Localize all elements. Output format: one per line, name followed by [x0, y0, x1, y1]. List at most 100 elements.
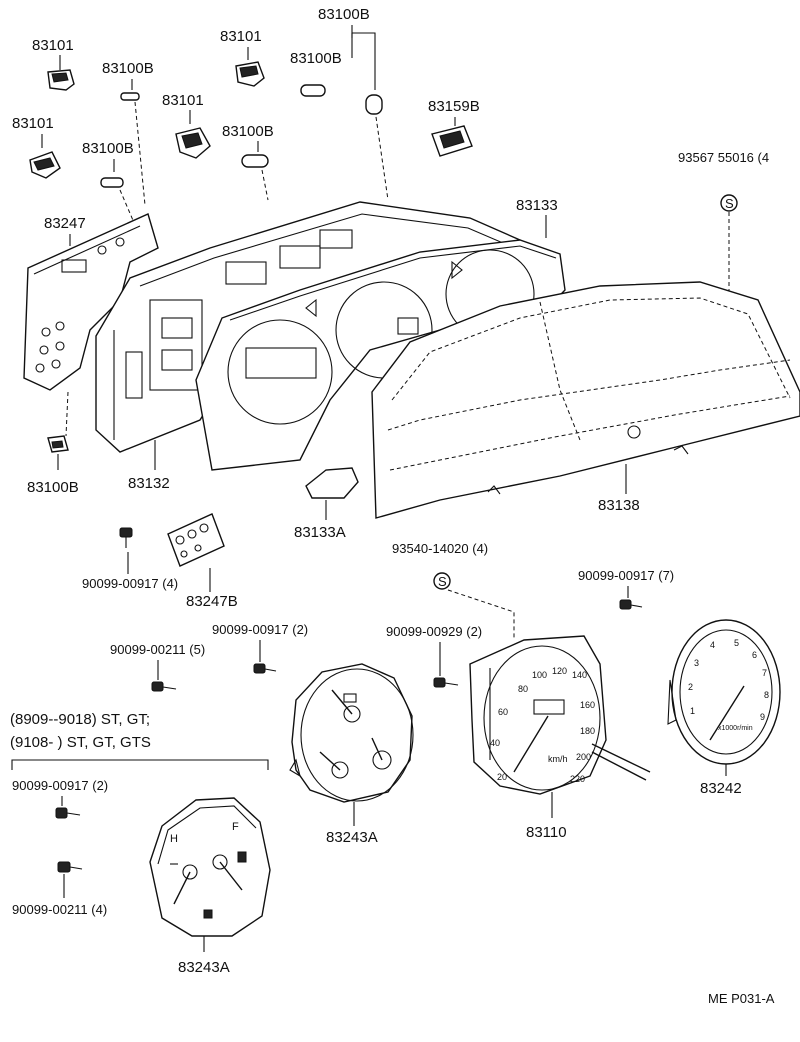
- label-83100b-b: 83100B: [290, 50, 342, 67]
- diagram-code: ME P031-A: [708, 991, 775, 1006]
- label-83110: 83110: [526, 824, 567, 841]
- label-83138: 83138: [598, 497, 640, 514]
- label-83132: 83132: [128, 475, 170, 492]
- label-90099-00211-4: 90099-00211 (4): [12, 902, 107, 917]
- bulb-socket-part-bottom: [47, 435, 69, 453]
- screw-part: [253, 663, 277, 674]
- screw-part: [55, 807, 81, 819]
- turn-arrow-left-icon: [305, 298, 317, 318]
- speedo-tick-160: 160: [580, 700, 595, 710]
- speedo-needle: [513, 715, 549, 773]
- label-83133: 83133: [516, 197, 558, 214]
- tacho-tick-1: 1: [690, 706, 695, 716]
- applicability-note: (8909--9018) ST, GT; (9108- ) ST, GT, GT…: [10, 711, 269, 917]
- leader-83100b-top: [351, 25, 376, 90]
- label-90099-00211-5: 90099-00211 (5): [110, 642, 205, 657]
- tacho-tick-4: 4: [710, 640, 715, 650]
- label-83242: 83242: [700, 780, 742, 797]
- label-93567: 93567 55016 (4: [678, 150, 769, 165]
- label-83101-d: 83101: [12, 115, 54, 132]
- wedge-bulb-part: [300, 84, 326, 97]
- tacho-tick-6: 6: [752, 650, 757, 660]
- fuel-pump-icon: [237, 851, 247, 863]
- label-83243a-bottom: 83243A: [178, 959, 230, 976]
- connector-part-83159b: [431, 125, 473, 157]
- speedo-tick-140: 140: [572, 670, 587, 680]
- screw-part: [57, 861, 83, 873]
- gauge-83243a-upper: [289, 663, 414, 803]
- speedo-drive-cable: [591, 743, 651, 773]
- cluster-glass-83138: [371, 281, 800, 519]
- screws-hardware: 83247B 90099-00917 (4) 93540-14020 (4) S…: [82, 513, 674, 692]
- speedo-tick-80: 80: [518, 684, 528, 694]
- label-83247: 83247: [44, 215, 86, 232]
- s-symbol-1: S: [725, 196, 734, 211]
- dashed-leader-83100b-d: [119, 189, 136, 226]
- label-83101-b: 83101: [220, 28, 262, 45]
- dashed-leader-83100b-top: [374, 109, 389, 201]
- label-90099-00917-2b: 90099-00917 (2): [12, 778, 108, 793]
- dashed-leader-83100b-c: [261, 169, 269, 201]
- screw-part: [433, 677, 459, 688]
- wiring-plate-83247b: [167, 513, 225, 567]
- s-symbol-circle: [433, 572, 451, 590]
- label-83243a-right: 83243A: [326, 829, 378, 846]
- speedo-unit: km/h: [548, 754, 568, 764]
- wedge-bulb-part: [365, 94, 383, 115]
- label-90099-00917-2: 90099-00917 (2): [212, 622, 308, 637]
- odometer-window: [533, 699, 565, 715]
- screw-part: [619, 599, 643, 610]
- tacho-tick-3: 3: [694, 658, 699, 668]
- bulb-socket-part: [47, 69, 75, 91]
- dashed-leader-83100b-bottom: [65, 391, 69, 437]
- turn-arrow-right-icon: [451, 260, 463, 280]
- wedge-bulb-part: [241, 154, 269, 168]
- top-small-parts: 83100B 83101 83100B 83101 83100B 83101: [12, 6, 769, 298]
- screw-part: [119, 527, 133, 548]
- label-90099-00929-2: 90099-00929 (2): [386, 624, 482, 639]
- speedo-tick-220: 220: [570, 774, 585, 784]
- bracket-83133a: [305, 467, 359, 499]
- needle: [331, 689, 353, 715]
- note-line-2: (9108- ) ST, GT, GTS: [10, 734, 151, 751]
- gauge-83243a-lower: H F: [149, 797, 271, 937]
- label-93540: 93540-14020 (4): [392, 541, 488, 556]
- screw-part: [151, 681, 177, 692]
- tachometer-83242: 1 2 3 4 5 6 7 8 9 x1000r/min: [667, 619, 781, 765]
- needle: [219, 861, 243, 891]
- speedo-tick-180: 180: [580, 726, 595, 736]
- needle: [371, 737, 383, 761]
- cluster-housing-assembly: 83247 83132: [23, 197, 800, 541]
- needle: [319, 751, 341, 771]
- speedo-tick-100: 100: [532, 670, 547, 680]
- label-83133a: 83133A: [294, 524, 346, 541]
- label-90099-00917-7: 90099-00917 (7): [578, 568, 674, 583]
- dashed-leader-93540: [447, 589, 515, 640]
- wedge-bulb-part: [100, 177, 124, 188]
- wedge-bulb-part: [120, 92, 140, 101]
- note-line-1: (8909--9018) ST, GT;: [10, 711, 150, 728]
- needle: [173, 871, 191, 905]
- battery-warning-icon: [343, 693, 357, 703]
- note-bracket: [11, 759, 269, 770]
- tacho-tick-8: 8: [764, 690, 769, 700]
- tacho-tick-7: 7: [762, 668, 767, 678]
- tacho-tick-2: 2: [688, 682, 693, 692]
- label-83100b-c: 83100B: [222, 123, 274, 140]
- label-83101-c: 83101: [162, 92, 204, 109]
- speedo-tick-20: 20: [497, 772, 507, 782]
- label-83100b-top: 83100B: [318, 6, 370, 23]
- printed-circuit-plate-83247: [23, 213, 159, 391]
- speedo-tick-120: 120: [552, 666, 567, 676]
- bulb-socket-part: [235, 61, 265, 87]
- label-83100b-bottom: 83100B: [27, 479, 79, 496]
- label-83159b: 83159B: [428, 98, 480, 115]
- speedo-tick-200: 200: [576, 752, 591, 762]
- label-83100b-a: 83100B: [102, 60, 154, 77]
- fuel-full-mark: F: [232, 821, 239, 833]
- label-83247b: 83247B: [186, 593, 238, 610]
- speedometer-83110: 20 40 60 80 100 120 140 160 180 200 220 …: [469, 635, 651, 795]
- s-symbol-circle: [720, 194, 738, 212]
- s-symbol-2: S: [438, 574, 447, 589]
